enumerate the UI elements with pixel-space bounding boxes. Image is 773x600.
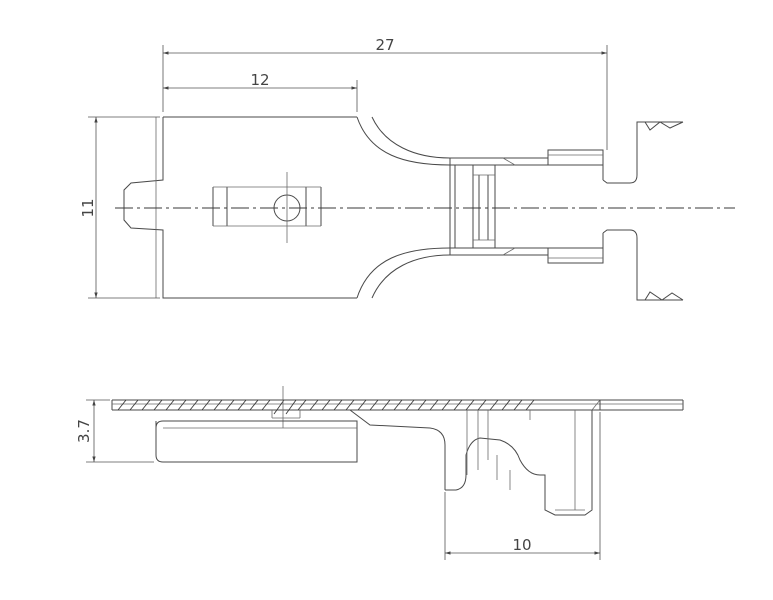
hatching (117, 399, 535, 415)
dim-height: 11 (79, 198, 97, 217)
top-view (115, 116, 735, 301)
dim-thickness: 3.7 (75, 419, 93, 443)
top-dimensions: 27 12 11 (79, 36, 608, 299)
dim-tab-length: 12 (250, 71, 269, 89)
side-dimensions: 3.7 10 (75, 399, 601, 560)
dim-overall-length: 27 (375, 36, 394, 54)
dim-crimp-length: 10 (512, 536, 531, 554)
side-view (111, 386, 684, 516)
